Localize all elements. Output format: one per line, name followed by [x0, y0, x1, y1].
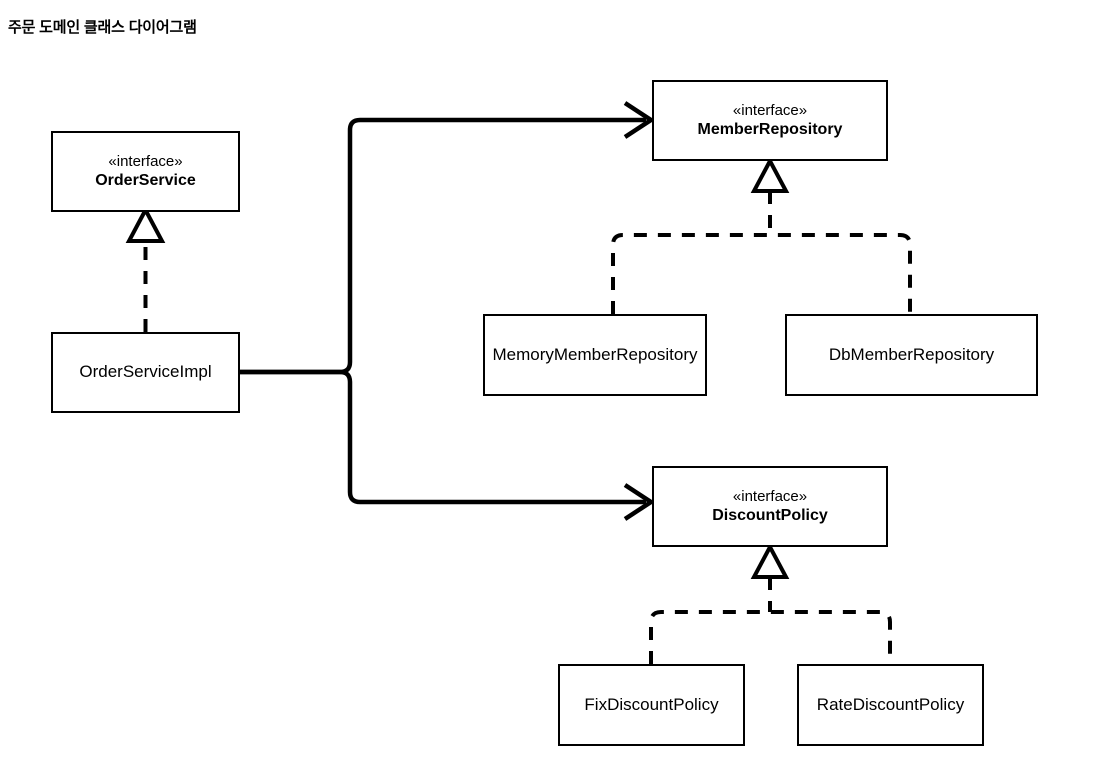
class-box-discount-policy[interactable]: «interface» DiscountPolicy	[652, 466, 888, 547]
page-title: 주문 도메인 클래스 다이어그램	[8, 19, 197, 36]
class-name: OrderService	[95, 171, 196, 189]
class-box-order-service[interactable]: «interface» OrderService	[51, 131, 240, 212]
class-name: MemoryMemberRepository	[492, 344, 698, 364]
class-name: DbMemberRepository	[828, 344, 995, 364]
stereotype-label: «interface»	[732, 487, 808, 505]
class-box-fix-discount-policy[interactable]: FixDiscountPolicy	[558, 664, 745, 746]
edge-impl-realizes-order-service	[125, 205, 166, 332]
class-name: DiscountPolicy	[712, 506, 828, 524]
class-name: MemberRepository	[697, 120, 843, 138]
class-box-order-service-impl[interactable]: OrderServiceImpl	[51, 332, 240, 413]
class-name: FixDiscountPolicy	[584, 694, 719, 714]
stereotype-label: «interface»	[732, 101, 808, 119]
class-box-member-repository[interactable]: «interface» MemberRepository	[652, 80, 888, 161]
class-box-memory-member-repository[interactable]: MemoryMemberRepository	[483, 314, 707, 396]
class-name: RateDiscountPolicy	[816, 694, 965, 714]
class-name: OrderServiceImpl	[79, 362, 212, 382]
class-box-db-member-repository[interactable]: DbMemberRepository	[785, 314, 1038, 396]
class-box-rate-discount-policy[interactable]: RateDiscountPolicy	[797, 664, 984, 746]
edge-discount-policy-realization-tree	[649, 542, 892, 664]
edge-member-repository-realization-tree	[611, 156, 912, 314]
stereotype-label: «interface»	[108, 152, 183, 170]
